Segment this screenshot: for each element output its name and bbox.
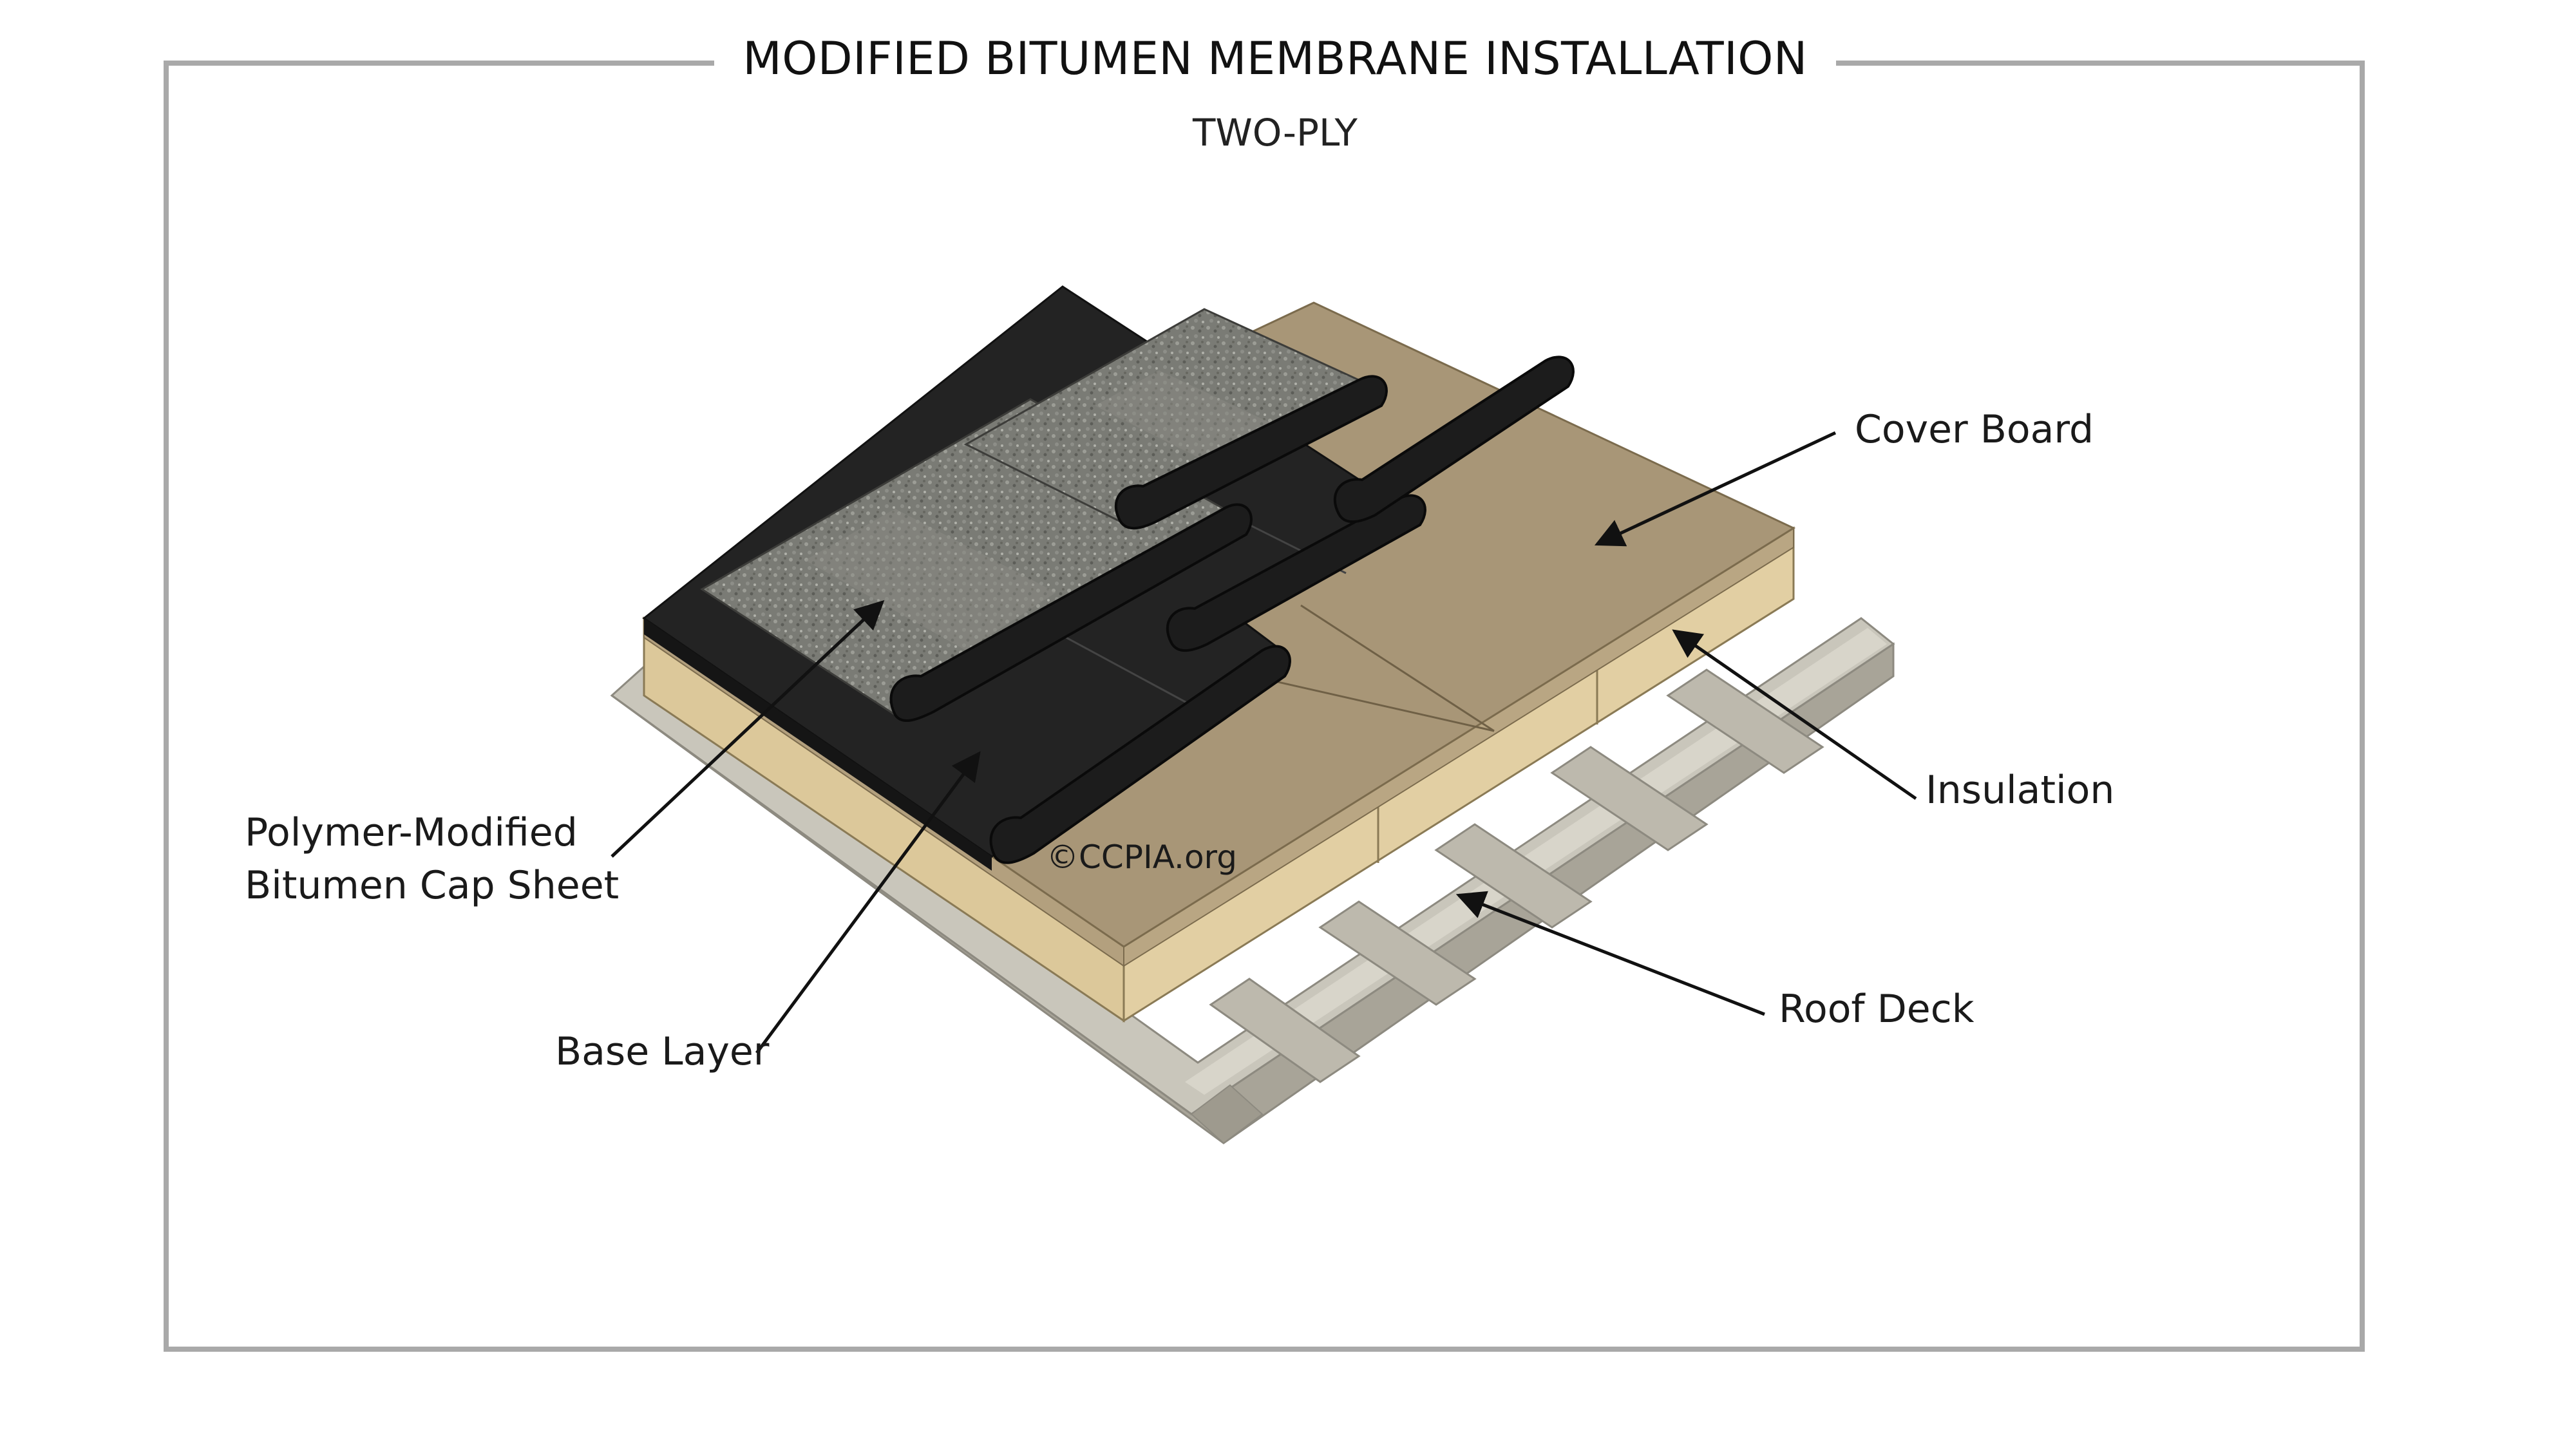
leader-cap-sheet	[611, 600, 885, 858]
label-cap-sheet-line1: Polymer-Modified	[245, 810, 578, 855]
diagram-title: MODIFIED BITUMEN MEMBRANE INSTALLATION	[0, 32, 2550, 85]
copyright-notice: ©CCPIA.org	[1046, 838, 1237, 876]
leader-insulation	[1672, 629, 1917, 800]
leader-roof-deck	[1455, 891, 1765, 1016]
frame-border	[164, 61, 2365, 1352]
label-roof-deck: Roof Deck	[1779, 987, 1975, 1032]
label-cap-sheet: Polymer-Modified Bitumen Cap Sheet	[245, 806, 620, 912]
membrane-rolls	[889, 355, 1575, 864]
leader-base-layer	[755, 751, 981, 1054]
label-base-layer: Base Layer	[555, 1029, 770, 1074]
diagram-subtitle: TWO-PLY	[1193, 111, 1358, 155]
roof-deck-shape	[610, 617, 1895, 1144]
label-cover-board: Cover Board	[1855, 407, 2094, 452]
leader-lines	[611, 431, 1917, 1054]
label-insulation: Insulation	[1926, 768, 2115, 813]
label-cap-sheet-line2: Bitumen Cap Sheet	[245, 863, 620, 908]
leader-cover-board	[1594, 431, 1837, 547]
